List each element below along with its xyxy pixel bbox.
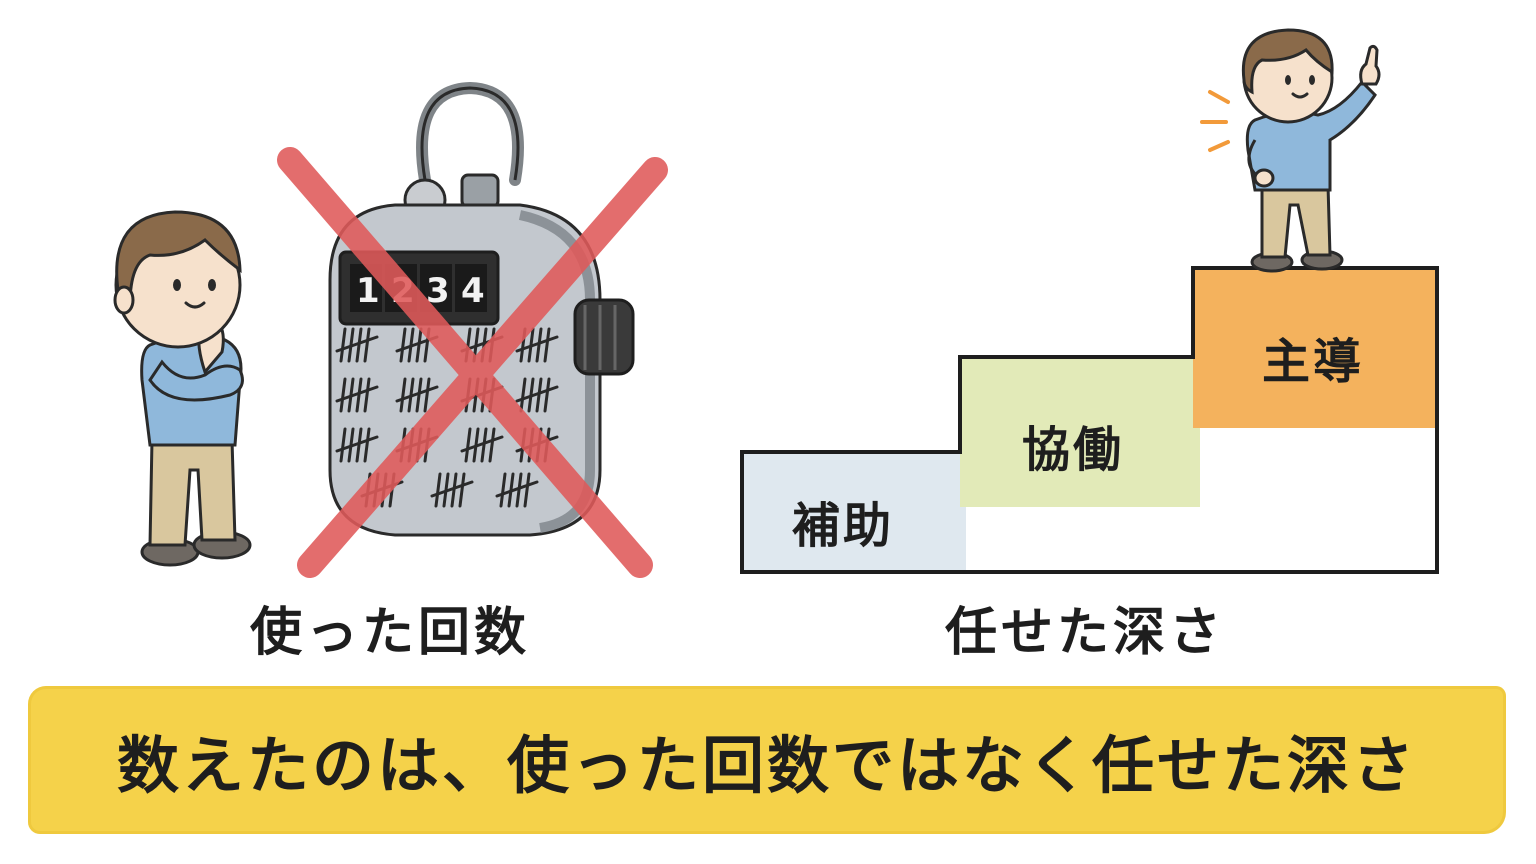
tally-strike <box>515 335 559 353</box>
left-caption: 使った回数 <box>250 603 531 663</box>
pointing-boy-figure <box>1200 28 1381 273</box>
tally-stroke <box>464 427 472 463</box>
tally-strike <box>495 480 539 498</box>
tally-stroke <box>543 327 551 363</box>
right-caption: 任せた深さ <box>945 603 1226 663</box>
tally-strike <box>335 335 379 353</box>
red-cross-icon <box>277 147 668 578</box>
tally-stroke <box>535 377 543 413</box>
thinking-boy-figure <box>113 210 252 567</box>
tally-stroke <box>535 327 543 363</box>
tally-stroke <box>339 427 347 463</box>
tally-stroke <box>415 327 423 363</box>
counter-digit: 4 <box>461 271 485 311</box>
tally-stroke <box>339 377 347 413</box>
tally-stroke <box>355 327 363 363</box>
step-fill-collaborate <box>960 357 1200 507</box>
tally-stroke <box>488 427 496 463</box>
tally-stroke <box>480 427 488 463</box>
summary-banner <box>28 686 1506 834</box>
tally-stroke <box>499 472 507 508</box>
tally-strike <box>515 385 559 403</box>
summary-banner-text: 数えたのは、使った回数ではなく任せた深さ <box>116 729 1417 802</box>
tally-stroke <box>423 377 431 413</box>
tally-stroke <box>339 327 347 363</box>
staircase-diagram <box>740 266 1439 574</box>
tally-strike <box>335 385 379 403</box>
step-fill-assist <box>744 452 966 572</box>
step-fill-lead <box>1193 268 1435 428</box>
sparkle-marks <box>1200 90 1230 152</box>
tally-stroke <box>515 472 523 508</box>
tally-stroke <box>458 472 466 508</box>
tally-stroke <box>399 327 407 363</box>
tally-strike <box>395 385 439 403</box>
staircase-outline <box>740 266 1439 574</box>
tally-stroke <box>363 377 371 413</box>
tally-stroke <box>355 427 363 463</box>
tally-stroke <box>434 472 442 508</box>
step-label-assist: 補助 <box>792 498 895 554</box>
counter-digit: 1 <box>356 271 380 311</box>
tally-stroke <box>415 377 423 413</box>
tally-stroke <box>519 377 527 413</box>
tally-strike <box>460 435 504 453</box>
tally-stroke <box>363 327 371 363</box>
tally-strike <box>335 435 379 453</box>
counter-digit: 3 <box>426 271 450 311</box>
tally-strike <box>430 480 474 498</box>
tally-stroke <box>363 427 371 463</box>
step-label-lead: 主導 <box>1262 334 1365 390</box>
tally-counter-icon: 1 2 3 4 <box>328 81 635 537</box>
tally-stroke <box>399 377 407 413</box>
tally-stroke <box>450 472 458 508</box>
tally-stroke <box>355 377 363 413</box>
tally-stroke <box>523 472 531 508</box>
tally-stroke <box>543 377 551 413</box>
step-label-collaborate: 協働 <box>1022 422 1125 478</box>
